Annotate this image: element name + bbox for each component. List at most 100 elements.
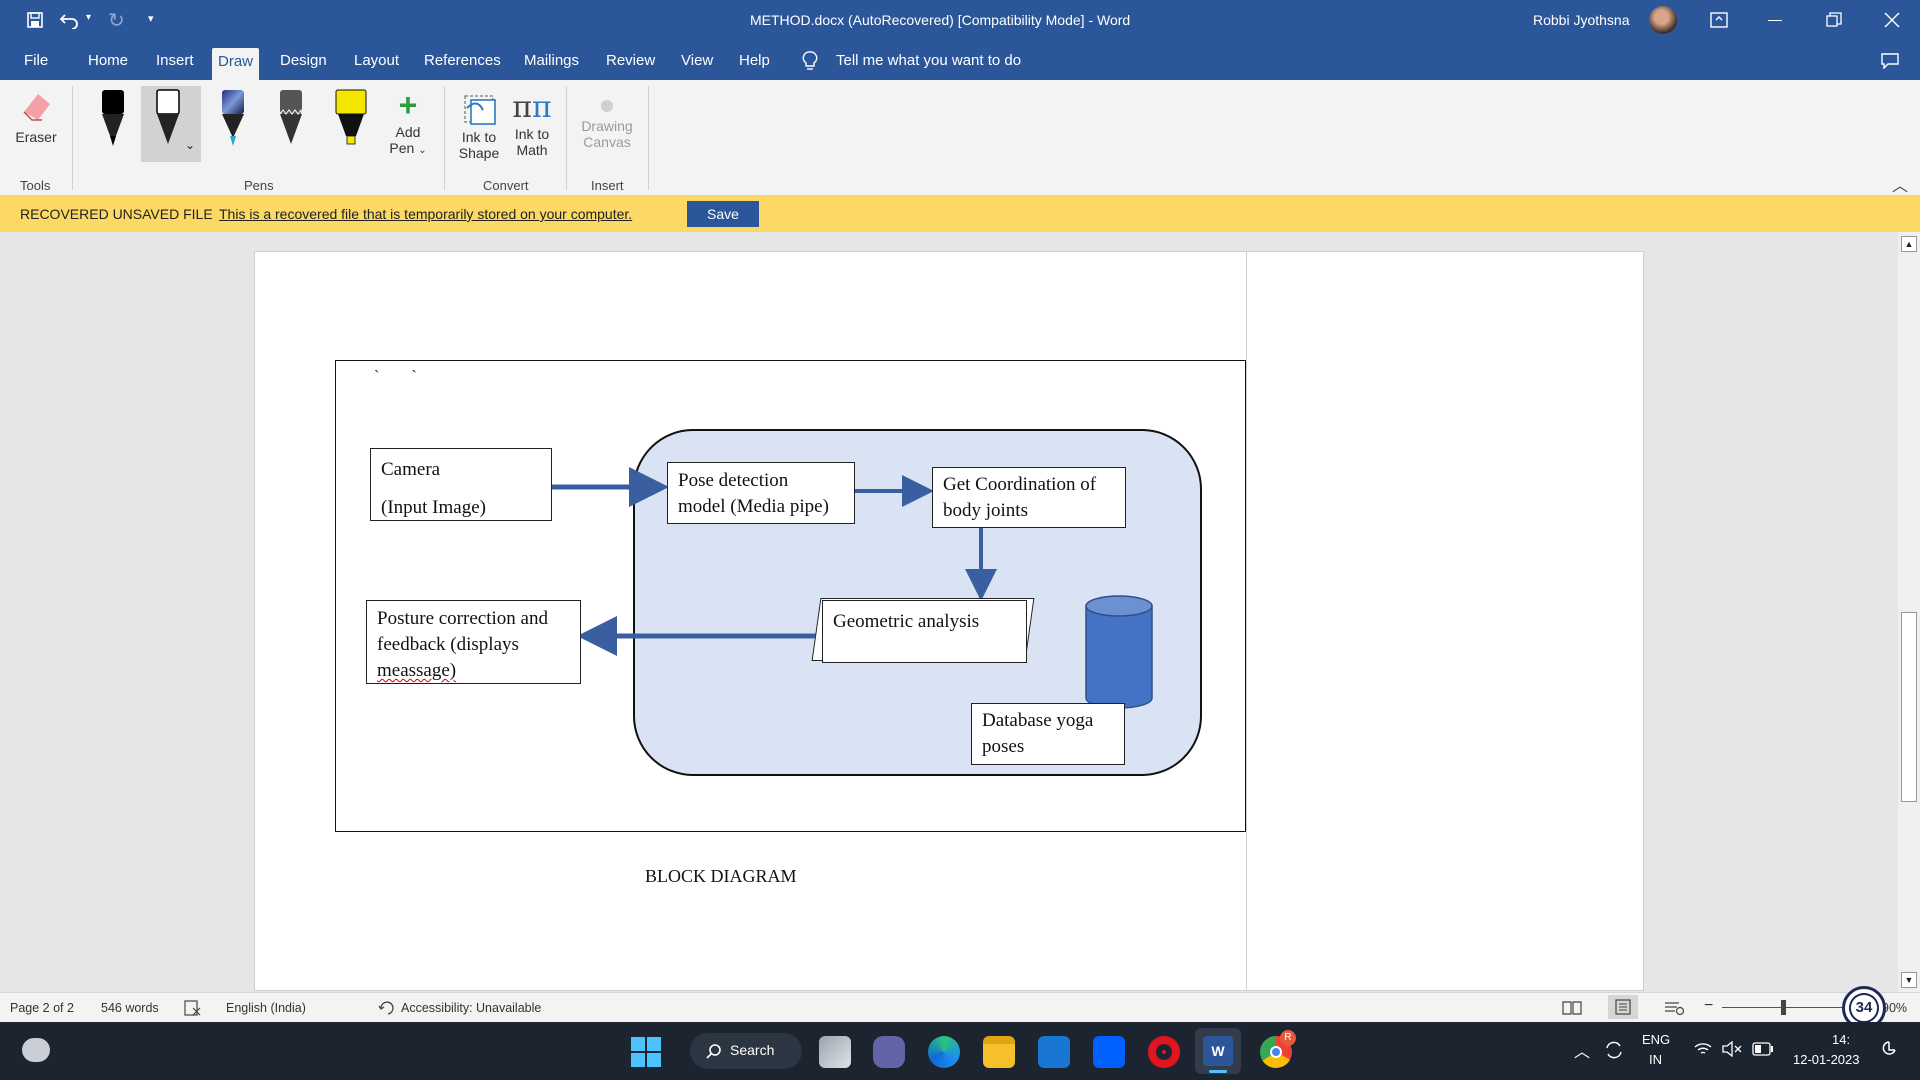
tab-insert[interactable]: Insert: [156, 52, 194, 69]
edge-icon[interactable]: [928, 1036, 960, 1068]
camera-box[interactable]: Camera (Input Image): [370, 448, 552, 521]
group-convert-label: Convert: [483, 178, 529, 193]
zoom-slider-thumb[interactable]: [1781, 1000, 1786, 1015]
highlighter[interactable]: [330, 86, 372, 152]
avatar[interactable]: [1649, 6, 1677, 34]
accessibility-icon: [378, 1001, 394, 1015]
read-mode-icon[interactable]: [1562, 1000, 1582, 1016]
tab-view[interactable]: View: [681, 52, 714, 69]
ribbon-tabs: File Home Insert Draw Design Layout Refe…: [0, 42, 1920, 80]
eraser-button[interactable]: Eraser: [8, 88, 64, 145]
opera-icon[interactable]: [1148, 1036, 1180, 1068]
tab-design[interactable]: Design: [280, 52, 327, 69]
add-pen-button[interactable]: + Add Pen ⌄: [384, 88, 432, 156]
db-label: Database yoga: [982, 710, 1094, 731]
lightbulb-icon: [802, 51, 818, 70]
ink-to-shape-button[interactable]: Ink to Shape: [452, 88, 506, 161]
recovered-message-link[interactable]: This is a recovered file that is tempora…: [219, 206, 633, 222]
web-layout-icon[interactable]: [1664, 1000, 1684, 1016]
input-region[interactable]: IN: [1649, 1052, 1662, 1067]
pen-2-selected[interactable]: ⌄: [141, 86, 201, 162]
save-button[interactable]: Save: [687, 201, 759, 227]
comments-icon[interactable]: [1881, 53, 1899, 69]
highlighter-icon: [335, 89, 367, 145]
database-cylinder[interactable]: [1084, 594, 1154, 712]
weather-icon[interactable]: [22, 1038, 50, 1062]
undo-dropdown-icon[interactable]: ▾: [86, 12, 92, 23]
geometric-analysis-box[interactable]: Geometric analysis: [822, 600, 1027, 663]
accessibility-status[interactable]: Accessibility: Unavailable: [401, 1001, 542, 1015]
coord-label-2: body joints: [943, 500, 1028, 521]
undo-icon[interactable]: [60, 11, 80, 29]
scroll-up-button[interactable]: ▲: [1901, 236, 1917, 252]
pen-1[interactable]: [94, 88, 132, 152]
camera-label: Camera: [381, 459, 441, 480]
chrome-icon[interactable]: R: [1260, 1030, 1296, 1068]
ink-to-math-button[interactable]: ππ Ink to Math: [506, 88, 558, 158]
zoom-out-button[interactable]: −: [1704, 997, 1714, 1014]
mail-icon[interactable]: [1038, 1036, 1070, 1068]
notification-bell-icon[interactable]: [1880, 1040, 1898, 1060]
tab-references[interactable]: References: [424, 52, 501, 69]
coordinates-box[interactable]: Get Coordination of body joints: [932, 467, 1126, 528]
teams-chat-icon[interactable]: [873, 1036, 905, 1068]
tab-file[interactable]: File: [24, 52, 49, 69]
pen-3[interactable]: [214, 88, 252, 152]
tell-me-search[interactable]: Tell me what you want to do: [836, 52, 1022, 69]
start-button[interactable]: [631, 1037, 661, 1067]
posture-label-2: feedback (displays: [377, 634, 519, 655]
tab-help[interactable]: Help: [739, 52, 770, 69]
group-insert-label: Insert: [591, 178, 624, 193]
drawing-canvas-button[interactable]: Drawing Canvas: [574, 88, 640, 150]
pencil[interactable]: [272, 88, 310, 152]
tab-home[interactable]: Home: [88, 52, 129, 69]
tab-draw[interactable]: Draw: [212, 48, 260, 80]
pose-detection-box[interactable]: Pose detection model (Media pipe): [667, 462, 855, 524]
file-explorer-icon[interactable]: [983, 1036, 1015, 1068]
database-box[interactable]: Database yoga poses: [971, 703, 1125, 765]
wifi-icon[interactable]: [1693, 1041, 1713, 1057]
page-count[interactable]: Page 2 of 2: [10, 1001, 74, 1015]
tab-layout[interactable]: Layout: [354, 52, 400, 69]
zoom-level[interactable]: 90%: [1882, 1001, 1908, 1015]
add-pen-label: Add: [395, 124, 421, 140]
tab-mailings[interactable]: Mailings: [524, 52, 580, 69]
clock-date[interactable]: 12-01-2023: [1793, 1052, 1860, 1067]
clock-time[interactable]: 14:: [1832, 1032, 1851, 1047]
vertical-scrollbar[interactable]: ▲ ▼: [1898, 232, 1920, 992]
show-hidden-icons[interactable]: ︿: [1574, 1044, 1591, 1061]
sync-icon[interactable]: [1604, 1040, 1624, 1060]
word-icon: W: [1203, 1036, 1233, 1066]
proofing-icon[interactable]: [184, 1000, 202, 1016]
restore-icon[interactable]: [1826, 12, 1842, 28]
group-pens-label: Pens: [244, 178, 274, 193]
word-taskbar-active[interactable]: W: [1195, 1028, 1241, 1074]
redo-icon[interactable]: ↻: [108, 10, 125, 32]
user-name[interactable]: Robbi Jyothsna: [1533, 12, 1630, 28]
separator: [566, 86, 567, 190]
input-language[interactable]: ENG: [1642, 1032, 1671, 1047]
dropbox-icon[interactable]: [1093, 1036, 1125, 1068]
battery-icon[interactable]: [1752, 1042, 1774, 1056]
minimize-icon[interactable]: [1768, 20, 1782, 21]
task-view-icon[interactable]: [819, 1036, 851, 1068]
collapse-ribbon-icon[interactable]: ︿: [1892, 178, 1909, 195]
zoom-slider-track[interactable]: [1722, 1007, 1852, 1008]
pen-icon: [156, 89, 180, 144]
tab-review[interactable]: Review: [606, 52, 656, 69]
posture-feedback-box[interactable]: Posture correction and feedback (display…: [366, 600, 581, 684]
language[interactable]: English (India): [226, 1001, 306, 1015]
db-label-2: poses: [982, 736, 1025, 757]
taskbar-search[interactable]: Search: [690, 1033, 802, 1069]
save-icon[interactable]: [26, 11, 44, 29]
print-layout-icon[interactable]: [1608, 995, 1638, 1019]
customize-qat-icon[interactable]: ▾: [148, 13, 154, 25]
close-icon[interactable]: [1884, 12, 1900, 28]
word-count[interactable]: 546 words: [101, 1001, 159, 1015]
coord-label: Get Coordination of: [943, 474, 1097, 495]
volume-muted-icon[interactable]: [1721, 1041, 1743, 1057]
scroll-thumb[interactable]: [1901, 612, 1917, 802]
scroll-down-button[interactable]: ▼: [1901, 972, 1917, 988]
pen-dropdown-icon[interactable]: ⌄: [185, 138, 196, 152]
ribbon-display-options-icon[interactable]: [1710, 12, 1728, 28]
